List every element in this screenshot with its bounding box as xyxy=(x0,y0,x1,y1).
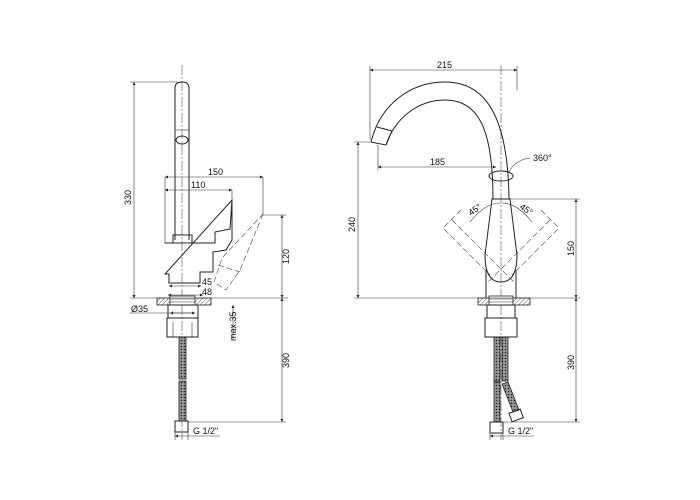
spout-tip xyxy=(370,126,393,146)
mounting-nut-front xyxy=(484,317,518,338)
dim-150: 150 xyxy=(208,167,223,177)
dim-48: 48 xyxy=(202,287,212,297)
dim-110: 110 xyxy=(191,180,205,190)
supply-hose-lower xyxy=(178,380,187,422)
hose-fitting xyxy=(174,420,189,433)
hose-left-lower xyxy=(493,381,501,423)
hose-right xyxy=(501,336,509,382)
dim-150-front: 150 xyxy=(566,241,576,256)
dim-390-side: 390 xyxy=(281,353,291,368)
dim-360: 360° xyxy=(533,153,552,163)
dim-240: 240 xyxy=(347,217,357,232)
aerator-ring xyxy=(175,135,189,145)
supply-hose xyxy=(178,336,187,380)
handle-lever xyxy=(484,198,518,283)
rotation-arrow xyxy=(488,170,514,182)
spout-tube xyxy=(174,81,190,240)
front-view: 360° 45° 45° 215 185 240 150 390 xyxy=(347,60,580,440)
dim-390-front: 390 xyxy=(566,355,576,370)
mounting-nut xyxy=(166,317,199,338)
dim-max-35: max.35 xyxy=(228,311,238,341)
shank xyxy=(167,304,199,319)
dim-45-left: 45° xyxy=(466,201,483,217)
hose-right-lower xyxy=(501,381,520,413)
dim-185: 185 xyxy=(430,157,445,167)
dim-thread-front: G 1/2" xyxy=(508,426,533,436)
dim-thread-side: G 1/2" xyxy=(193,426,218,436)
dim-215: 215 xyxy=(437,60,452,70)
dim-120: 120 xyxy=(281,249,291,264)
dim-45-right: 45° xyxy=(518,201,535,217)
dim-45: 45 xyxy=(202,277,212,287)
spout-inner xyxy=(385,99,494,200)
body-base xyxy=(485,270,517,298)
mixer-body xyxy=(163,198,233,284)
hose-fitting-right xyxy=(508,408,524,423)
dim-diameter-35: Ø35 xyxy=(131,304,148,314)
hose-left xyxy=(493,336,501,382)
hose-fitting-left xyxy=(489,421,504,434)
side-view: 330 150 110 120 45 48 Ø35 max.35 390 G 1… xyxy=(123,65,291,440)
spout-outer xyxy=(370,81,510,200)
handle-open-position xyxy=(213,213,264,291)
dim-330: 330 xyxy=(123,190,133,205)
